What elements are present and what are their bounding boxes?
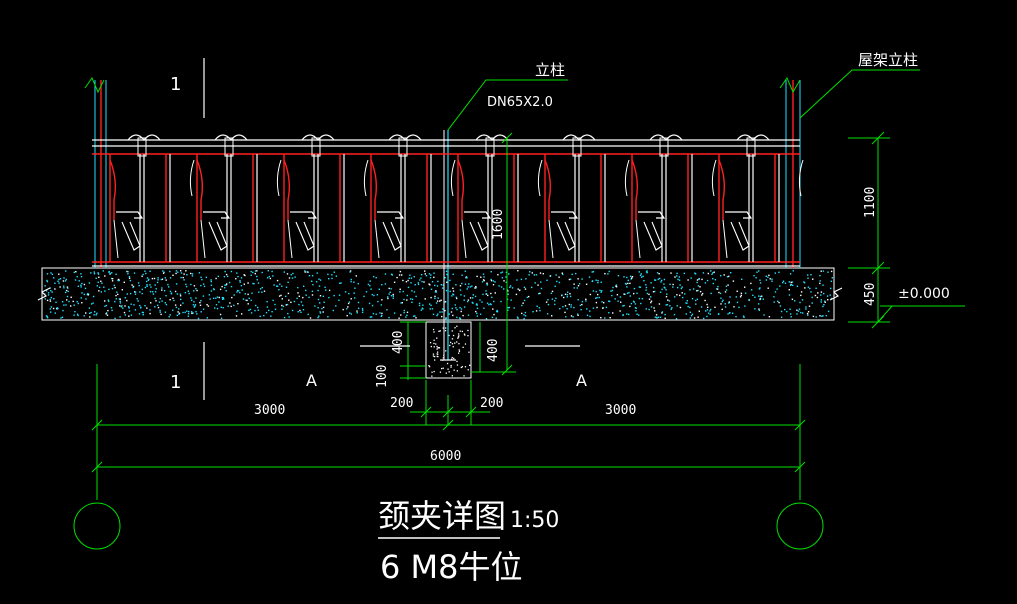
width-200-left: 200	[390, 396, 413, 411]
footing-100: 100	[375, 365, 390, 388]
section-mark-bottom: 1	[170, 342, 205, 400]
stall	[370, 134, 456, 262]
elevation-label: ±0.000	[898, 286, 950, 302]
column-label: 立柱	[535, 61, 565, 79]
axis-bubble-left	[73, 502, 121, 550]
title-subtitle: 6 M8牛位	[380, 548, 523, 586]
truss-column-label: 屋架立柱	[858, 51, 918, 69]
column-leader: 立柱 DN65X2.0	[447, 61, 568, 131]
truss-column-right	[779, 76, 801, 268]
concrete-hatch	[44, 270, 833, 320]
axis-bubble-right	[776, 502, 824, 550]
section-mark-top-label: 1	[170, 74, 181, 95]
footing-400-left: 400	[391, 331, 406, 354]
footing	[425, 130, 472, 379]
pipe-spec-label: DN65X2.0	[487, 95, 553, 110]
stall	[457, 134, 543, 262]
stall	[718, 134, 804, 262]
span-6000: 6000	[430, 449, 461, 464]
height-dimensions: 1100 450 ±0.000	[848, 131, 965, 329]
stall	[544, 134, 630, 262]
top-rails	[92, 139, 800, 267]
section-mark-bottom-label: 1	[170, 372, 181, 393]
width-200-right: 200	[480, 396, 503, 411]
height-1600: 1600	[491, 209, 506, 240]
axis-a-left: A	[306, 371, 317, 390]
stall	[109, 134, 195, 262]
height-450: 450	[863, 283, 878, 306]
stall	[196, 134, 282, 262]
post-height-dimension: 1600	[491, 132, 513, 376]
section-mark-top: 1	[170, 58, 205, 118]
span-3000-right: 3000	[605, 403, 636, 418]
title-scale: 1:50	[510, 508, 559, 533]
stall	[631, 134, 717, 262]
title-main: 颈夹详图	[378, 497, 506, 535]
truss-column-leader: 屋架立柱	[799, 51, 920, 119]
axis-a-right: A	[576, 371, 587, 390]
span-3000-left: 3000	[254, 403, 285, 418]
height-1100: 1100	[863, 187, 878, 218]
concrete-slab	[37, 267, 843, 321]
footing-400-right: 400	[486, 339, 501, 362]
neck-clamp-stalls	[109, 134, 804, 262]
truss-column-left	[84, 76, 107, 268]
stall	[283, 134, 369, 262]
footing-dimensions: 400 100 400	[360, 321, 580, 388]
horizontal-dimensions: 200 200 3000 3000 6000	[91, 364, 806, 500]
title-block: 颈夹详图 1:50 6 M8牛位	[378, 497, 559, 586]
